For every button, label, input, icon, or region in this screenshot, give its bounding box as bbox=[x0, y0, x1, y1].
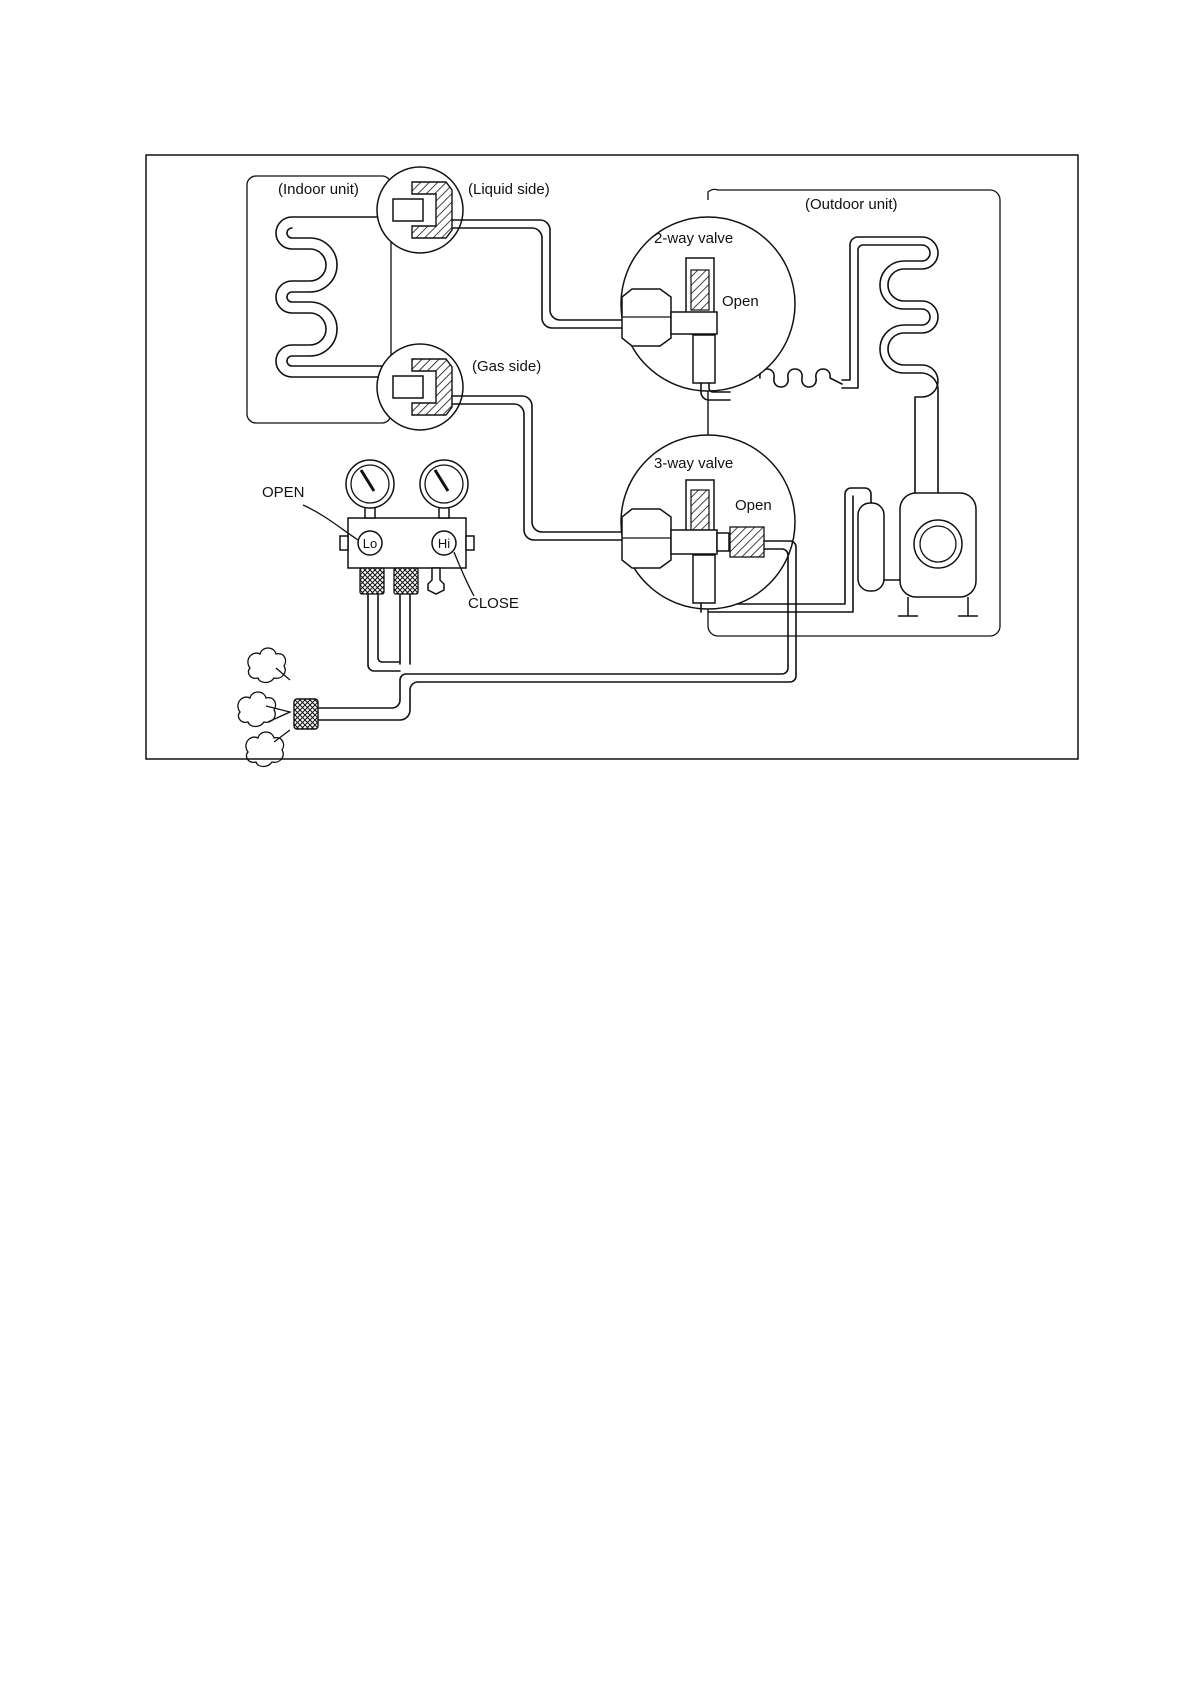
gas-side-flare-joint bbox=[377, 344, 463, 430]
refrigerant-gas-cloud-icon bbox=[238, 648, 290, 767]
low-pressure-gauge bbox=[346, 460, 394, 508]
compressor bbox=[898, 493, 978, 616]
three-way-valve-label: 3-way valve bbox=[654, 455, 733, 472]
indoor-unit-label: (Indoor unit) bbox=[278, 181, 359, 198]
hose-end-fitting bbox=[294, 699, 318, 729]
three-way-valve-state: Open bbox=[735, 497, 772, 514]
two-way-valve-state: Open bbox=[722, 293, 759, 310]
hi-valve-state-label: CLOSE bbox=[468, 595, 519, 612]
gas-line bbox=[452, 396, 630, 532]
outdoor-unit-label: (Outdoor unit) bbox=[805, 196, 898, 213]
gas-side-label: (Gas side) bbox=[472, 358, 541, 375]
capillary-coil bbox=[760, 369, 842, 387]
two-way-valve-label: 2-way valve bbox=[654, 230, 733, 247]
liquid-side-flare-joint bbox=[377, 167, 463, 253]
high-pressure-gauge bbox=[420, 460, 468, 508]
hi-knob-label: Hi bbox=[438, 536, 450, 551]
lo-knob-label: Lo bbox=[363, 536, 377, 551]
liquid-side-label: (Liquid side) bbox=[468, 181, 550, 198]
gauge-manifold bbox=[303, 460, 474, 596]
lo-valve-state-label: OPEN bbox=[262, 484, 305, 501]
